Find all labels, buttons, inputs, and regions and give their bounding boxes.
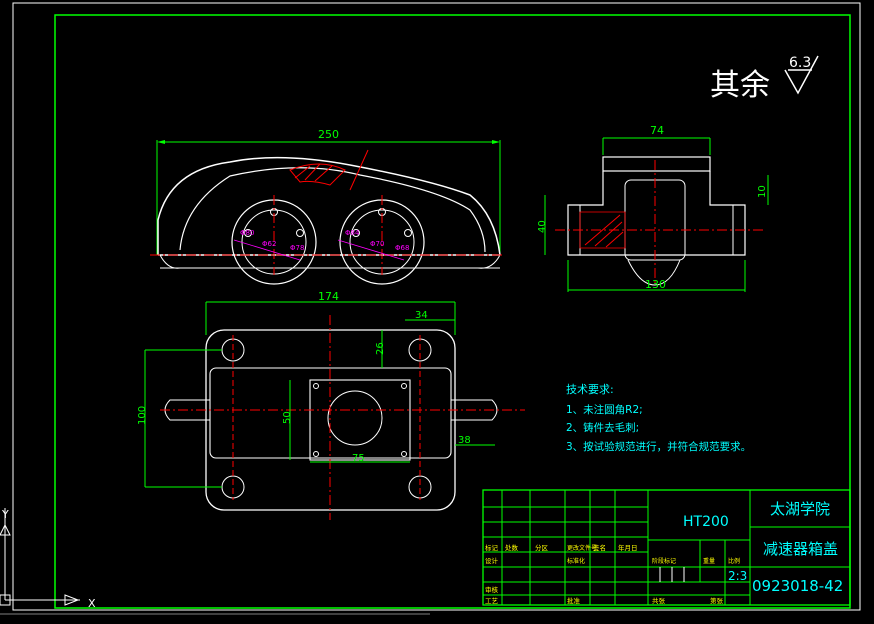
hole-dim-6: Φ68 <box>395 244 409 252</box>
dim-top-left-height: 100 <box>137 406 148 425</box>
outer-frame <box>12 2 861 611</box>
tb-label-sign: 签名 <box>593 543 606 552</box>
roughness-prefix: 其余 <box>710 68 770 103</box>
hole-dim-1: Φ80 <box>240 229 254 237</box>
tb-label-date: 年月日 <box>618 543 638 552</box>
inner-frame <box>54 14 851 609</box>
tech-req-item-3: 3、按试验规范进行，并符合规范要求。 <box>566 440 751 453</box>
roughness-value: 6.3 <box>789 55 811 71</box>
tb-label-design: 设计 <box>485 556 499 565</box>
dim-top-bottom: 75 <box>352 453 365 464</box>
tb-label-count: 处数 <box>505 543 519 552</box>
tb-label-change: 更改文件号 <box>567 544 597 552</box>
tb-scale: 2:3 <box>728 569 747 583</box>
tb-label-sheet: 第张 <box>710 596 724 605</box>
dim-top-length: 174 <box>318 290 339 303</box>
title-block: 标记 处数 分区 更改文件号 签名 年月日 设计 标准化 阶段标记 重量 比例 … <box>482 489 851 606</box>
tb-material: HT200 <box>683 514 729 530</box>
technical-requirements: 技术要求: 1、未注圆角R2; 2、铸件去毛刺; 3、按试验规范进行，并符合规范… <box>566 383 751 453</box>
tb-drawing-no: 0923018-42 <box>752 577 843 595</box>
tb-label-sheet-total: 共张 <box>652 596 666 605</box>
dim-front-length: 250 <box>318 128 339 141</box>
hole-dim-2: Φ62 <box>262 240 276 248</box>
tech-req-item-2: 2、铸件去毛刺; <box>566 421 639 434</box>
tb-school: 太湖学院 <box>770 500 830 518</box>
tech-req-title: 技术要求: <box>566 383 614 396</box>
ucs-y-label: Y <box>1 508 9 521</box>
tb-label-weight: 重量 <box>703 557 715 565</box>
tb-label-process: 工艺 <box>485 597 499 605</box>
tb-label-mark: 标记 <box>485 543 499 552</box>
tb-label-stage: 阶段标记 <box>652 557 676 565</box>
surface-roughness-note: 其余 6.3 <box>710 55 819 103</box>
tb-part-name: 减速器箱盖 <box>763 540 838 558</box>
tb-label-approve: 批准 <box>567 596 581 605</box>
tb-label-review: 审核 <box>485 585 499 594</box>
tb-label-scale: 比例 <box>728 557 740 565</box>
dim-side-height-right: 10 <box>757 185 768 198</box>
front-view: 250 Φ80 Φ62 Φ78 Φ84 <box>150 128 505 285</box>
dim-top-square: 50 <box>282 411 293 424</box>
tech-req-item-1: 1、未注圆角R2; <box>566 403 643 416</box>
roughness-symbol-icon <box>784 55 819 95</box>
top-view: 174 34 100 50 75 38 <box>137 290 525 520</box>
hole-dim-4: Φ84 <box>345 229 360 237</box>
dim-side-bottom: 130 <box>645 278 666 291</box>
dim-top-right: 38 <box>458 435 471 446</box>
tb-label-standardize: 标准化 <box>567 557 585 565</box>
dim-side-height-left: 40 <box>537 220 548 233</box>
dim-side-width: 74 <box>650 124 664 137</box>
ucs-x-label: X <box>88 597 96 610</box>
ucs-icon: Y X <box>0 508 430 615</box>
dim-top-vertical: 26 <box>375 342 386 355</box>
hole-dim-5: Φ70 <box>370 240 384 248</box>
hole-dim-3: Φ78 <box>290 244 304 252</box>
side-view: 74 40 10 130 <box>537 124 769 292</box>
dim-top-offset: 34 <box>415 310 428 321</box>
tb-label-zone: 分区 <box>535 543 549 552</box>
